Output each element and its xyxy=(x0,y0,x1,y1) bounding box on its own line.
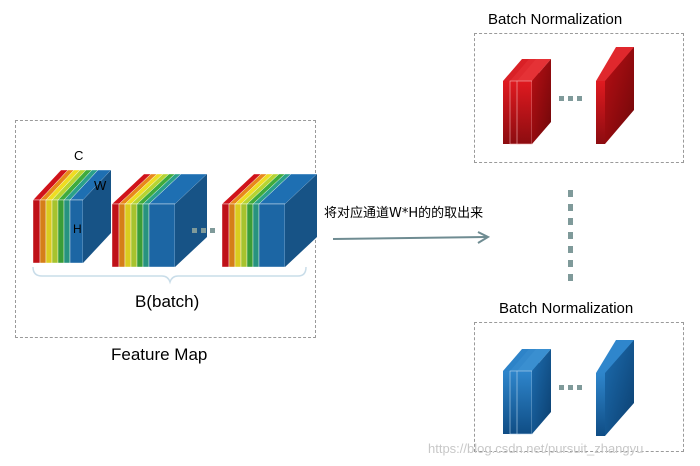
vertical-dotted-connector xyxy=(568,190,573,281)
bn-bottom-slab-stack xyxy=(503,349,551,435)
dim-label-c: C xyxy=(74,148,84,163)
feature-cube-1 xyxy=(32,169,112,264)
bn-top-slab-stack xyxy=(503,59,551,145)
feature-ellipsis-dots xyxy=(192,228,215,233)
bn-top-single-slab xyxy=(596,47,634,144)
batch-label: B(batch) xyxy=(135,292,200,311)
bn-top-title: Batch Normalization xyxy=(488,11,623,28)
dim-label-h: H xyxy=(73,222,82,236)
feature-map-title: Feature Map xyxy=(111,345,208,364)
watermark: https://blog.csdn.net/pursuit_zhangyu xyxy=(428,441,644,456)
bn-bottom-single-slab xyxy=(596,340,634,436)
bn-bottom-title: Batch Normalization xyxy=(499,300,634,317)
feature-cube-3 xyxy=(221,173,318,268)
bn-top-ellipsis-dots xyxy=(559,96,582,101)
bn-bottom-ellipsis-dots xyxy=(559,385,582,390)
bn-top-box xyxy=(474,33,684,163)
bn-bottom-box xyxy=(474,322,684,452)
arrow-label: 将对应通道W*H的的取出来 xyxy=(324,206,484,221)
batch-bracket xyxy=(32,266,307,285)
arrow-extract xyxy=(332,231,491,244)
dim-label-w: W xyxy=(94,178,107,193)
feature-cube-2 xyxy=(111,173,208,268)
